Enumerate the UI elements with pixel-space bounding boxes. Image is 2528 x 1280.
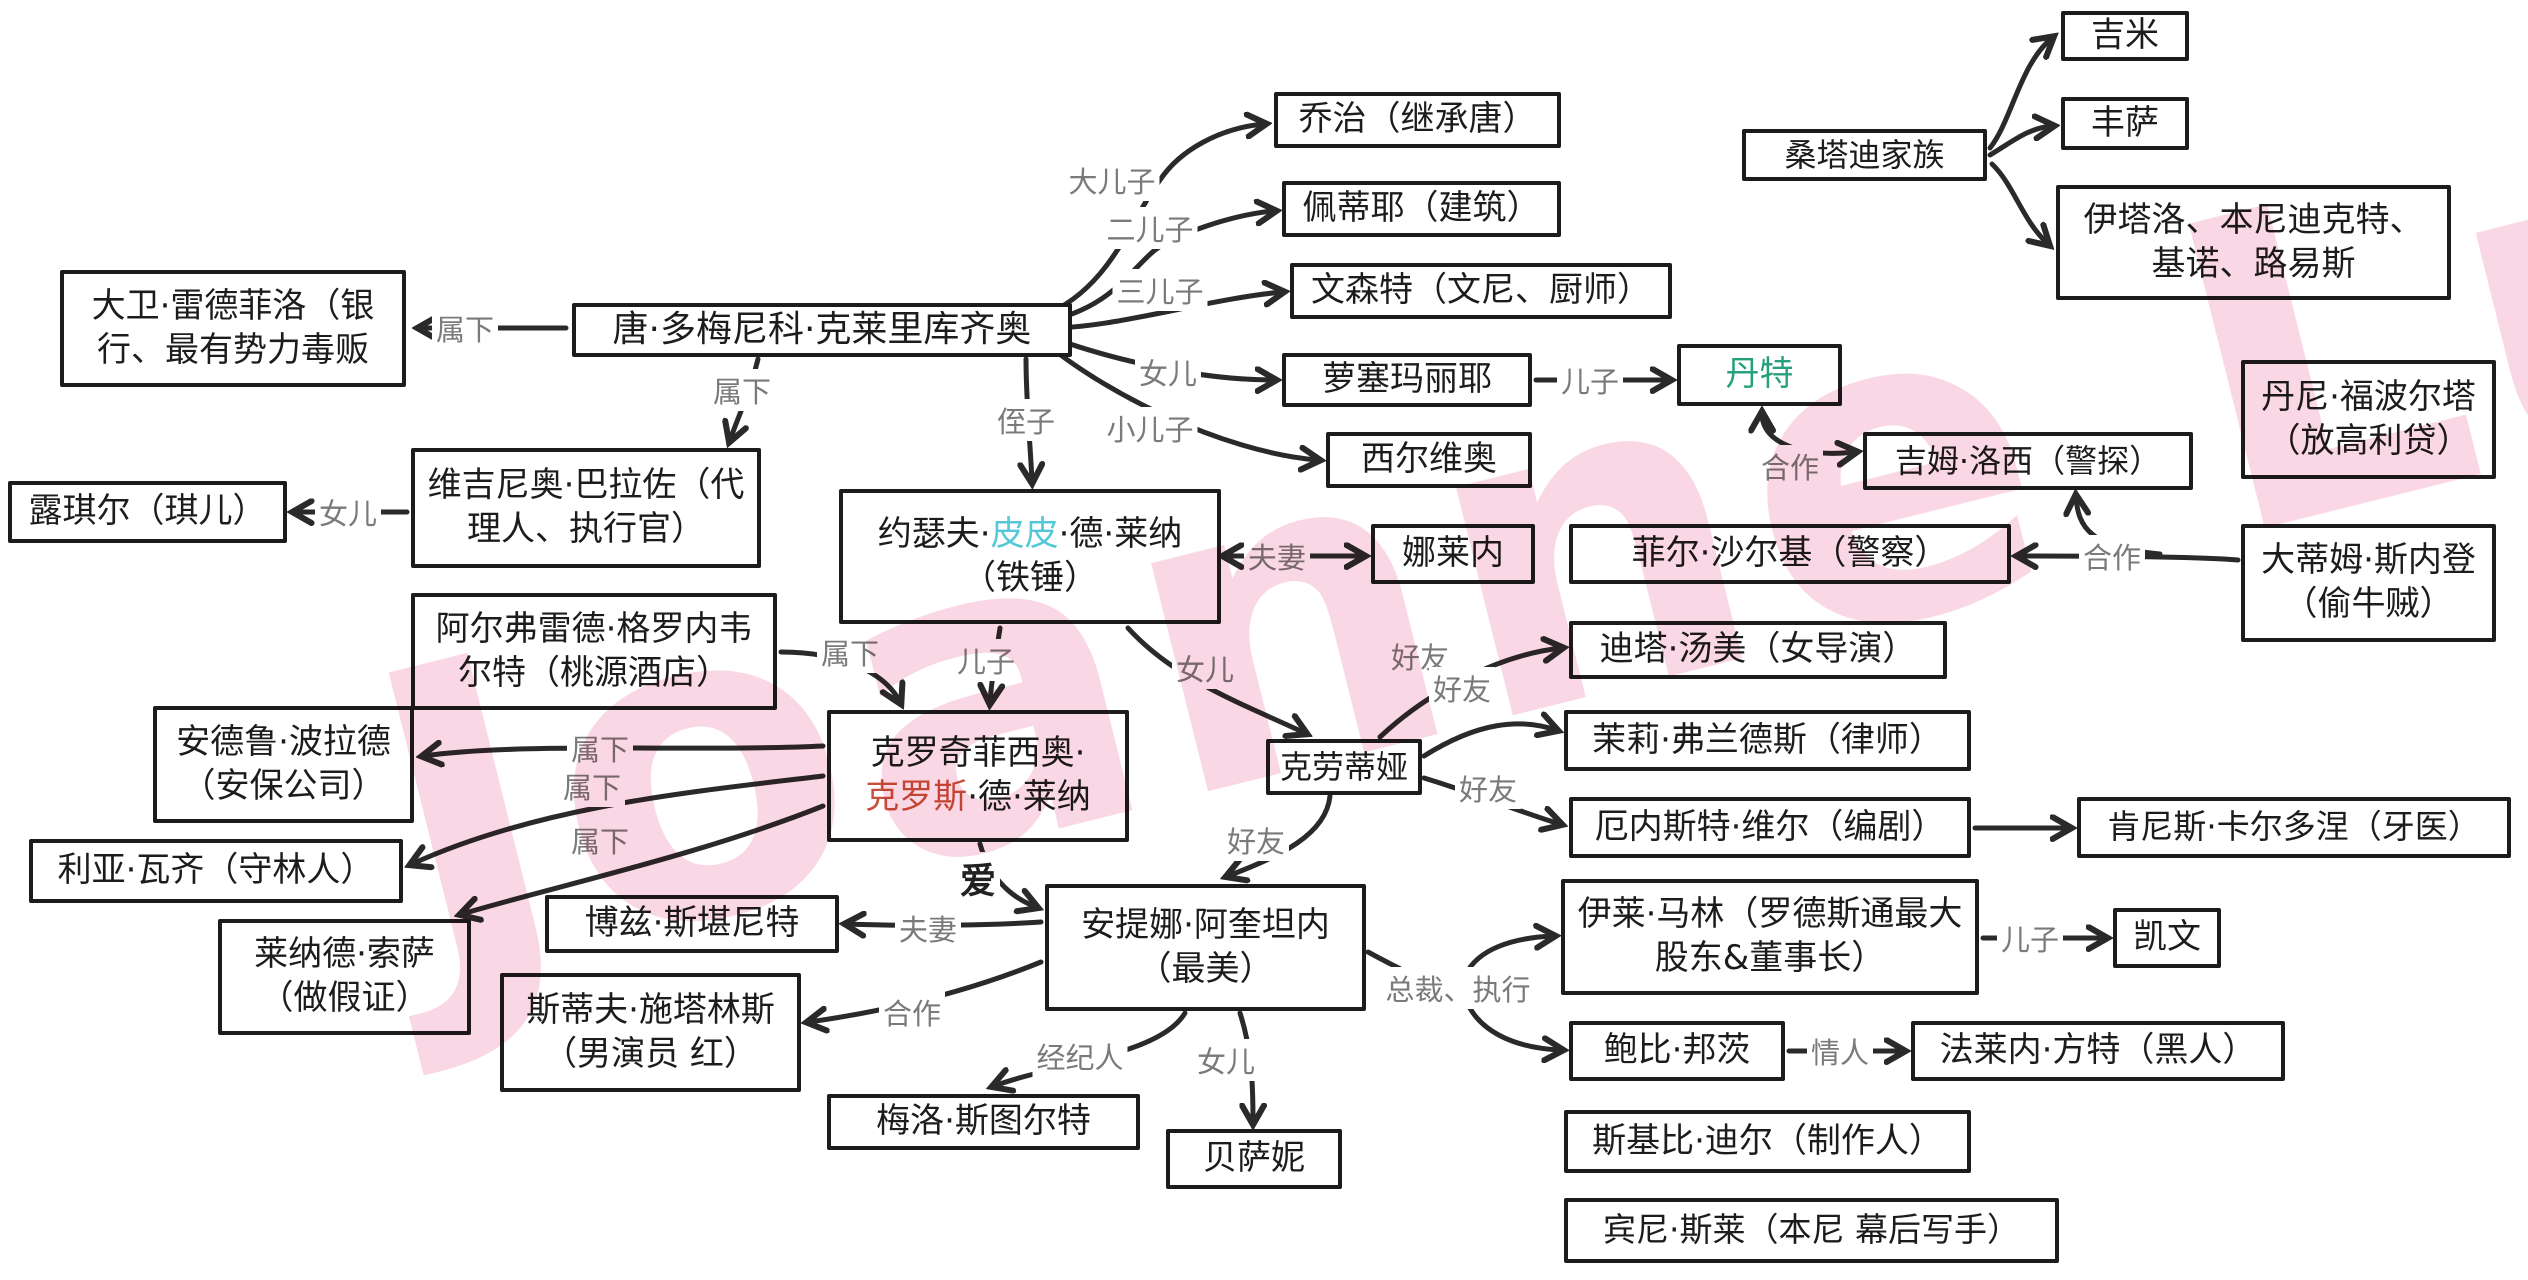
edge-label-friend: 好友	[1428, 667, 1496, 709]
node-eli-marrion: 伊莱·马林（罗德斯通最大股东&董事长）	[1561, 879, 1979, 995]
node-molly-flanders: 茉莉·弗兰德斯（律师）	[1564, 710, 1971, 771]
edge-label-couple: 夫妻	[894, 907, 962, 949]
edge-label-lover: 情人	[1806, 1030, 1874, 1072]
node-david-redfellow: 大卫·雷德菲洛（银行、最有势力毒贩	[60, 270, 406, 387]
edge-label-son: 儿子	[1556, 359, 1624, 401]
node-dita-tommey: 迪塔·汤美（女导演）	[1569, 621, 1947, 679]
edge-label-cooperate: 合作	[2078, 535, 2146, 577]
node-italo-benedict-gino-luis: 伊塔洛、本尼迪克特、基诺、路易斯	[2056, 185, 2451, 300]
edge-label-cooperate: 合作	[878, 991, 946, 1033]
edge-claudia-molly-friend	[1421, 724, 1556, 759]
edge-label-daughter: 女儿	[314, 491, 382, 533]
node-dante: 丹特	[1677, 344, 1842, 406]
node-lia-vazzi: 利亚·瓦齐（守林人）	[29, 839, 403, 903]
edge-junction-bobby	[1463, 997, 1561, 1050]
node-petie: 佩蒂耶（建筑）	[1282, 181, 1561, 237]
edge-label-subordinate: 属下	[566, 727, 634, 769]
node-cross-de-lena: 克罗奇菲西奥· 克罗斯·德·莱纳	[827, 710, 1129, 842]
edge-santadio-fonsa	[1987, 126, 2052, 158]
edge-label-subordinate: 属下	[816, 631, 884, 673]
node-pippi-de-lena: 约瑟夫·皮皮·德·莱纳 （铁锤）	[839, 489, 1221, 624]
edge-santadio-italo	[1989, 161, 2048, 244]
node-falene-fant: 法莱内·方特（黑人）	[1911, 1021, 2285, 1081]
edge-label-second-son: 二儿子	[1102, 207, 1198, 249]
edge-label-president-exec: 总裁、执行	[1381, 967, 1535, 1009]
edge-label-son: 儿子	[1996, 917, 2064, 959]
edge-label-daughter: 女儿	[1171, 647, 1239, 689]
node-big-tim-snedden: 大蒂姆·斯内登（偷牛贼）	[2241, 524, 2496, 642]
node-virginio-ballazzo: 维吉尼奥·巴拉佐（代理人、执行官）	[411, 448, 761, 568]
edge-label-couple: 夫妻	[1243, 535, 1311, 577]
node-danny-fuberta: 丹尼·福波尔塔（放高利贷）	[2241, 360, 2496, 479]
edge-don-petie	[1039, 211, 1274, 325]
edge-label-cooperate: 合作	[1756, 445, 1824, 487]
edge-label-son: 儿子	[952, 639, 1020, 681]
edge-label-daughter: 女儿	[1134, 351, 1202, 393]
edge-label-friend: 好友	[1222, 819, 1290, 861]
node-andrew-pollard: 安德鲁·波拉德（安保公司）	[153, 706, 414, 823]
node-fonsa: 丰萨	[2061, 97, 2189, 150]
edge-label-third-son: 三儿子	[1112, 269, 1208, 311]
node-lucille: 露琪尔（琪儿）	[8, 481, 287, 543]
edge-label-love: 爱	[955, 852, 1001, 904]
edge-label-youngest-son: 小儿子	[1102, 407, 1198, 449]
node-bethany: 贝萨妮	[1166, 1129, 1342, 1189]
node-giorgio: 乔治（继承唐）	[1274, 92, 1561, 148]
node-jim-losey: 吉姆·洛西（警探）	[1863, 432, 2193, 490]
edge-don-george	[1039, 124, 1264, 319]
node-ernest-vail: 厄内斯特·维尔（编剧）	[1569, 797, 1971, 858]
edge-label-subordinate: 属下	[431, 307, 499, 349]
node-jimmy: 吉米	[2061, 11, 2189, 61]
node-santadio-family: 桑塔迪家族	[1742, 129, 1987, 181]
node-bobby-bantz: 鲍比·邦茨	[1569, 1021, 1785, 1081]
node-skippy-deere: 斯基比·迪尔（制作人）	[1564, 1110, 1971, 1173]
edge-label-daughter: 女儿	[1192, 1039, 1260, 1081]
node-kevin: 凯文	[2113, 908, 2221, 968]
edge-santadio-jimmy	[1987, 38, 2052, 151]
node-phil-sharkey: 菲尔·沙尔基（警察）	[1569, 524, 2011, 584]
node-rosemarie: 萝塞玛丽耶	[1282, 353, 1532, 407]
edge-label-friend: 好友	[1454, 767, 1522, 809]
edge-cross-leonard	[462, 803, 826, 914]
node-athena-aquitane: 安提娜·阿奎坦内（最美）	[1045, 884, 1366, 1011]
edge-label-eldest-son: 大儿子	[1064, 159, 1160, 201]
node-claudia: 克劳蒂娅	[1266, 739, 1422, 795]
node-melo-stuart: 梅洛·斯图尔特	[827, 1094, 1140, 1150]
node-leonard-sossa: 莱纳德·索萨（做假证）	[218, 919, 471, 1035]
edge-pippi-claudia-daughter	[1125, 625, 1305, 733]
edge-claudia-athena-friend	[1228, 793, 1333, 876]
node-boz-skannet: 博兹·斯堪尼特	[545, 895, 839, 953]
node-alfred-gronevelt: 阿尔弗雷德·格罗内韦尔特（桃源酒店）	[411, 593, 777, 710]
node-don-domenico-clericuzio: 唐·多梅尼科·克莱里库齐奥	[572, 303, 1072, 357]
node-nalene: 娜莱内	[1371, 524, 1535, 584]
edge-label-subordinate: 属下	[566, 819, 634, 861]
edge-junction-eli	[1463, 936, 1553, 977]
node-kenneth-kaldone: 肯尼斯·卡尔多涅（牙医）	[2077, 797, 2511, 858]
edge-label-subordinate: 属下	[558, 765, 626, 807]
node-vincent: 文森特（文尼、厨师）	[1290, 263, 1672, 319]
edge-label-nephew: 侄子	[992, 399, 1060, 441]
edge-label-agent: 经纪人	[1032, 1035, 1128, 1077]
node-benny-sly: 宾尼·斯莱（本尼 幕后写手）	[1564, 1198, 2059, 1263]
node-silvio: 西尔维奥	[1326, 432, 1532, 488]
node-steve-stallings: 斯蒂夫·施塔林斯（男演员 红）	[500, 973, 801, 1092]
edge-label-subordinate: 属下	[708, 369, 776, 411]
